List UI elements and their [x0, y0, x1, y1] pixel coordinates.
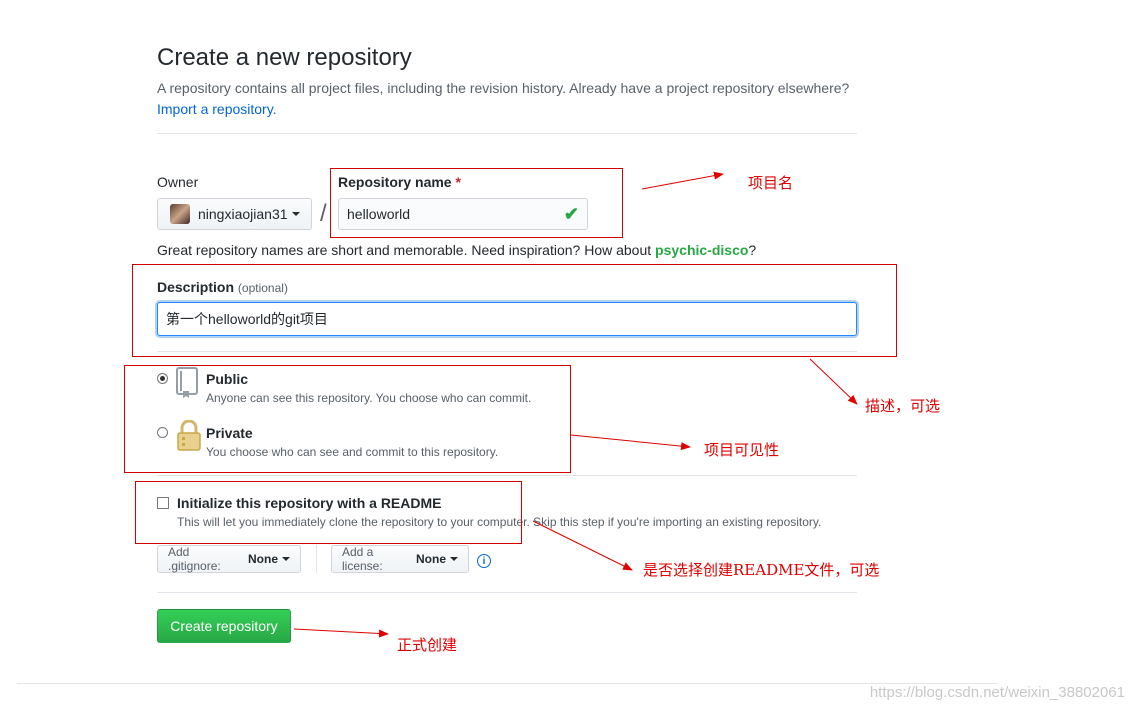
watermark: https://blog.csdn.net/weixin_38802061 [869, 684, 1125, 701]
arrow-visibility [570, 434, 691, 451]
license-select[interactable]: Add a license: None [331, 545, 469, 573]
description-label: Description (optional) [157, 279, 288, 295]
annotation-repo-name: 项目名 [748, 174, 794, 192]
hint-text: Great repository names are short and mem… [157, 242, 656, 258]
checkmark-icon: ✔ [563, 203, 579, 224]
public-title: Public [206, 371, 249, 387]
repo-name-value: helloworld [347, 206, 411, 222]
annotation-visibility: 项目可见性 [704, 441, 780, 459]
owner-repo-separator: / [320, 200, 327, 227]
private-desc: You choose who can see and commit to thi… [206, 445, 499, 459]
footer-divider [17, 683, 997, 684]
repo-name-label: Repository name * [338, 174, 461, 190]
chevron-down-icon [282, 557, 290, 561]
arrow-repo-name [641, 171, 724, 190]
lock-icon [176, 419, 202, 457]
owner-label: Owner [157, 174, 199, 190]
chevron-down-icon [291, 212, 300, 216]
divider [157, 133, 857, 134]
description-label-text: Description [157, 279, 235, 295]
import-repository-link[interactable]: Import a repository. [157, 101, 277, 117]
gitignore-select[interactable]: Add .gitignore: None [157, 545, 301, 573]
arrow-readme [532, 520, 633, 571]
divider [157, 351, 857, 352]
public-radio[interactable] [157, 373, 168, 384]
name-hint: Great repository names are short and mem… [157, 242, 756, 258]
owner-value: ningxiaojian31 [198, 206, 288, 222]
annotation-description: 描述，可选 [865, 397, 941, 415]
page-title: Create a new repository [157, 44, 412, 71]
book-icon [176, 367, 200, 404]
name-suggestion[interactable]: psychic-disco [655, 242, 749, 258]
owner-select[interactable]: ningxiaojian31 [157, 198, 312, 230]
annotation-box-readme [135, 481, 522, 544]
optional-tag: (optional) [237, 281, 288, 295]
repo-name-label-text: Repository name [338, 174, 452, 190]
license-label: Add a license: [342, 545, 383, 573]
license-value: None [416, 552, 446, 566]
readme-checkbox[interactable] [157, 497, 169, 509]
description-value: 第一个helloworld的git项目 [166, 311, 328, 327]
avatar [170, 204, 190, 224]
divider [157, 592, 857, 593]
private-title: Private [206, 425, 253, 441]
annotation-create: 正式创建 [397, 636, 458, 654]
description-input[interactable]: 第一个helloworld的git项目 [157, 302, 857, 336]
create-repository-button[interactable]: Create repository [157, 609, 291, 643]
divider [157, 475, 857, 476]
page-subtitle: A repository contains all project files,… [157, 78, 857, 120]
hint-end: ? [748, 242, 757, 258]
annotation-box-description [132, 264, 897, 357]
info-icon[interactable]: i [477, 554, 491, 568]
private-radio[interactable] [157, 427, 168, 438]
gitignore-label: Add .gitignore: [168, 545, 221, 573]
chevron-down-icon [450, 557, 458, 561]
annotation-box-repo-name [330, 168, 623, 238]
public-desc: Anyone can see this repository. You choo… [206, 391, 532, 405]
arrow-description [809, 358, 858, 405]
readme-desc: This will let you immediately clone the … [177, 515, 822, 529]
annotation-readme: 是否选择创建README文件，可选 [643, 561, 880, 579]
repo-name-input[interactable]: helloworld ✔ [338, 198, 588, 230]
required-mark: * [455, 174, 461, 190]
subtitle-text: A repository contains all project files,… [157, 80, 850, 96]
readme-title: Initialize this repository with a README [177, 495, 442, 511]
arrow-create [293, 628, 389, 638]
vertical-divider [316, 545, 317, 573]
gitignore-value: None [248, 552, 278, 566]
annotation-box-visibility [124, 365, 571, 473]
